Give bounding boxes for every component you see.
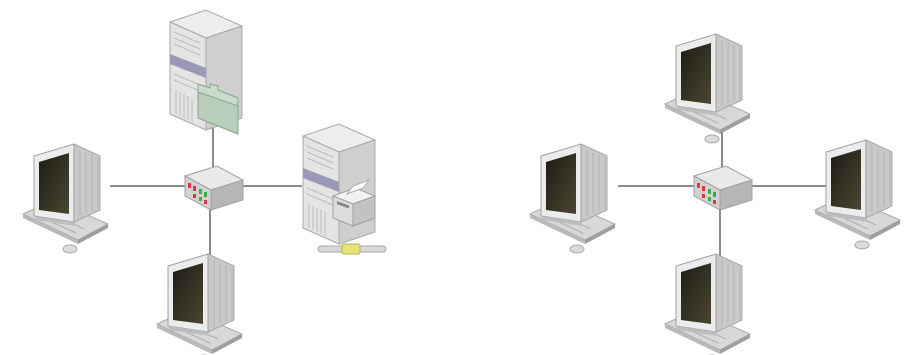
desktop-computer-icon — [530, 144, 615, 253]
desktop-computer-icon — [157, 254, 242, 355]
network-switch-icon — [694, 166, 752, 210]
right-network — [530, 34, 900, 355]
file-server-icon — [170, 10, 242, 134]
network-terminator-icon — [318, 244, 386, 254]
print-server-icon — [303, 124, 375, 244]
desktop-computer-icon — [23, 144, 108, 253]
left-network — [23, 10, 386, 355]
desktop-computer-icon — [665, 254, 750, 355]
network-switch-icon — [185, 166, 243, 210]
desktop-computer-icon — [665, 34, 750, 143]
desktop-computer-icon — [815, 140, 900, 249]
